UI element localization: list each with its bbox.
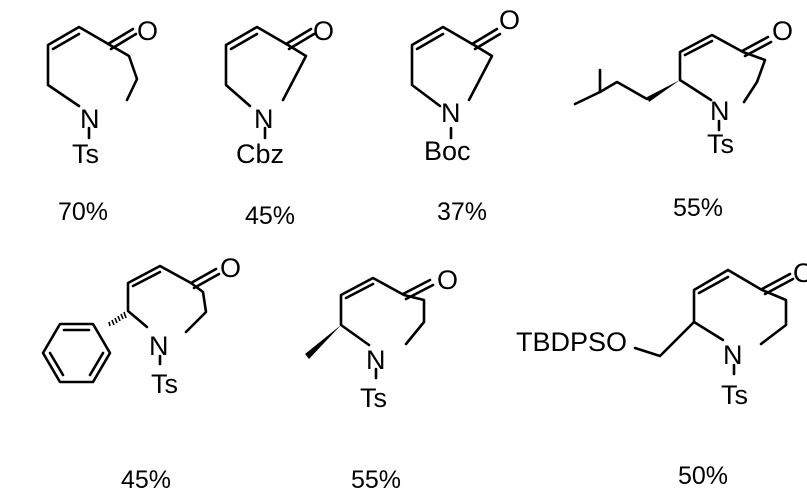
compound-1-yield: 70% <box>58 198 108 226</box>
compound-6-wedge-bond <box>305 325 341 359</box>
compound-3-yield: 37% <box>437 198 487 226</box>
compound-4: N O Ts 55% <box>573 16 793 222</box>
compound-7-yield: 50% <box>678 462 728 490</box>
compound-4-yield: 55% <box>673 194 723 222</box>
compound-4-nitrogen: N <box>710 96 730 126</box>
compound-4-wedge-bond <box>647 80 680 102</box>
compound-2-oxygen: O <box>313 16 334 46</box>
compound-1-skeleton <box>46 25 139 140</box>
compound-5-skeleton <box>41 264 221 384</box>
compound-1-nitrogen: N <box>80 104 100 134</box>
compound-5-nitrogen: N <box>149 331 169 361</box>
compound-6-nitrogen: N <box>366 345 386 375</box>
compound-6-yield: 55% <box>351 466 401 491</box>
compound-7-nitrogen: N <box>723 340 743 370</box>
compound-7-oxygen: O <box>793 258 807 288</box>
compound-5-oxygen: O <box>220 253 241 283</box>
compound-5: N O Ts 45% <box>41 253 241 491</box>
compound-7-silyl-ether-group: TBDPSO <box>516 327 627 357</box>
compound-4-oxygen: O <box>772 16 793 46</box>
compound-6-oxygen: O <box>437 265 458 295</box>
compound-2-yield: 45% <box>245 202 295 230</box>
compound-6-skeleton <box>339 276 435 380</box>
compound-3-skeleton <box>410 25 502 140</box>
compound-6: N O Ts 55% <box>305 265 458 491</box>
compound-3: N O Boc 37% <box>410 5 520 226</box>
compound-5-hashed-bond <box>108 311 127 327</box>
compound-7-protecting-group: Ts <box>721 380 748 410</box>
compound-4-skeleton <box>573 33 773 132</box>
compound-2-protecting-group: Cbz <box>236 139 284 169</box>
compound-2-skeleton <box>224 25 316 140</box>
compound-1: N O Ts 70% <box>46 16 158 226</box>
compound-7-skeleton <box>633 268 795 376</box>
compound-2: N O Cbz 45% <box>224 16 334 230</box>
compound-3-protecting-group: Boc <box>424 136 471 166</box>
compound-1-oxygen: O <box>137 16 158 46</box>
compound-3-nitrogen: N <box>441 98 461 128</box>
compound-1-protecting-group: Ts <box>72 139 99 169</box>
compound-7: N O Ts TBDPSO 50% <box>516 258 807 490</box>
compound-3-oxygen: O <box>499 5 520 35</box>
compound-5-protecting-group: Ts <box>151 369 178 399</box>
compound-4-protecting-group: Ts <box>707 129 734 159</box>
compound-2-nitrogen: N <box>254 104 274 134</box>
compound-5-yield: 45% <box>121 466 171 491</box>
compound-6-protecting-group: Ts <box>360 383 387 413</box>
